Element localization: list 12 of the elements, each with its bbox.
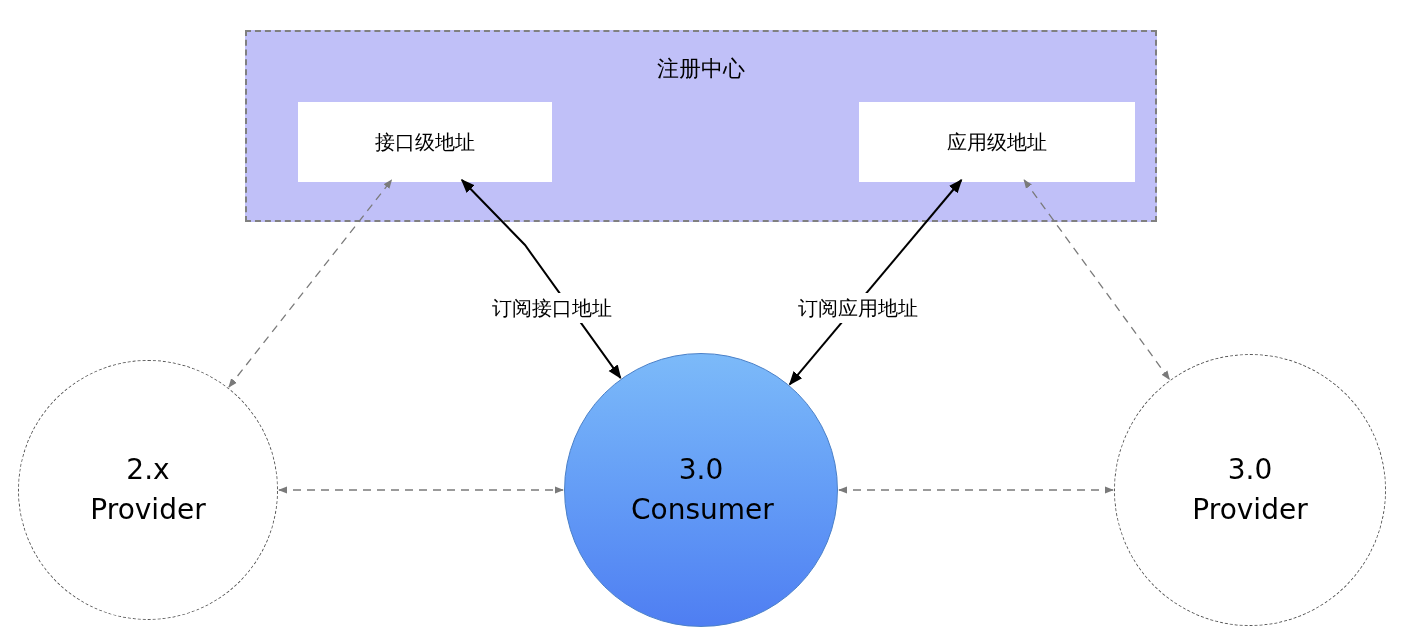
dashed-arrow [1023, 179, 1170, 380]
group-panel [245, 30, 1157, 222]
address-box [859, 102, 1135, 182]
circle-label: 2.x Provider [89, 452, 207, 528]
dashed-arrow [278, 486, 564, 494]
dashed-arrow [228, 179, 393, 388]
box-label: 应用级地址 [947, 129, 1047, 156]
group-title: 注册中心 [656, 55, 746, 83]
dashed-arrow [838, 486, 1114, 494]
address-box [298, 102, 552, 182]
circle-label: 3.0 Provider [1191, 452, 1309, 528]
box-label: 接口级地址 [375, 129, 475, 156]
